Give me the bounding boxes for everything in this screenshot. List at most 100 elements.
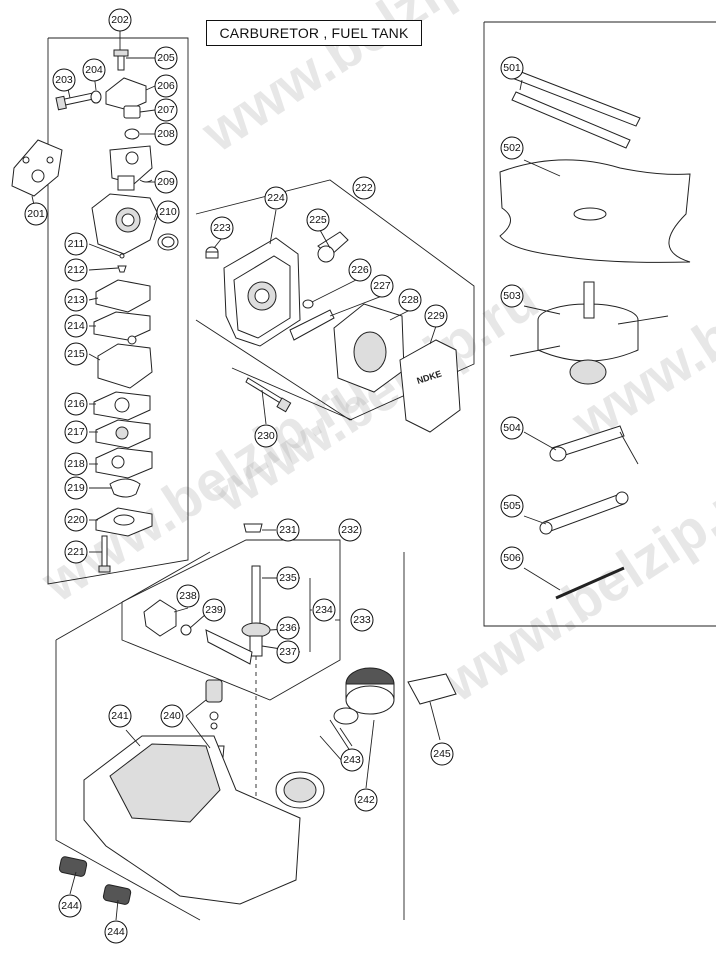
part-label-214: 214 <box>64 314 88 338</box>
svg-text:219: 219 <box>67 482 85 494</box>
part-label-205: 205 <box>154 46 178 70</box>
part-label-202: 202 <box>108 8 132 32</box>
part-label-501: 501 <box>500 56 524 80</box>
svg-text:214: 214 <box>67 320 85 332</box>
fuel-pipe-group-frame <box>121 539 341 701</box>
part-label-219: 219 <box>64 476 88 500</box>
svg-text:502: 502 <box>503 142 521 154</box>
svg-text:503: 503 <box>503 290 521 302</box>
part-label-220: 220 <box>64 508 88 532</box>
svg-text:504: 504 <box>503 422 521 434</box>
svg-text:234: 234 <box>315 604 333 616</box>
part-label-226: 226 <box>348 258 372 282</box>
part-label-224: 224 <box>264 186 288 210</box>
svg-text:228: 228 <box>401 294 419 306</box>
svg-text:232: 232 <box>341 524 359 536</box>
fuel-system-parts <box>58 523 457 905</box>
svg-text:218: 218 <box>67 458 85 470</box>
svg-text:242: 242 <box>357 794 375 806</box>
svg-text:221: 221 <box>67 546 85 558</box>
part-label-221: 221 <box>64 540 88 564</box>
carburetor-group-frame <box>47 37 189 585</box>
svg-text:213: 213 <box>67 294 85 306</box>
fuel-tank-group-frame <box>55 551 405 921</box>
part-label-245: 245 <box>430 742 454 766</box>
part-label-215: 215 <box>64 342 88 366</box>
svg-text:229: 229 <box>427 310 445 322</box>
part-label-209: 209 <box>154 170 178 194</box>
svg-text:209: 209 <box>157 176 175 188</box>
svg-text:211: 211 <box>68 238 85 250</box>
part-label-504: 504 <box>500 416 524 440</box>
part-label-239: 239 <box>202 598 226 622</box>
part-label-240: 240 <box>160 704 184 728</box>
part-label-234: 234 <box>312 598 336 622</box>
svg-text:215: 215 <box>67 348 85 360</box>
part-label-505: 505 <box>500 494 524 518</box>
svg-text:243: 243 <box>343 754 361 766</box>
part-label-208: 208 <box>154 122 178 146</box>
part-label-204: 204 <box>82 58 106 82</box>
svg-text:202: 202 <box>111 14 129 26</box>
part-label-218: 218 <box>64 452 88 476</box>
part-label-225: 225 <box>306 208 330 232</box>
part-label-241: 241 <box>108 704 132 728</box>
part-label-213: 213 <box>64 288 88 312</box>
part-label-211: 211 <box>64 232 88 256</box>
part-label-222: 222 <box>352 176 376 200</box>
part-label-236: 236 <box>276 616 300 640</box>
part-label-230: 230 <box>254 424 278 448</box>
svg-text:241: 241 <box>111 710 129 722</box>
svg-text:240: 240 <box>163 710 181 722</box>
part-label-244-lower: 244 <box>104 920 128 944</box>
part-label-506: 506 <box>500 546 524 570</box>
diagram-title: CARBURETOR , FUEL TANK <box>206 20 422 46</box>
svg-text:244: 244 <box>107 926 125 938</box>
svg-text:203: 203 <box>55 74 73 86</box>
svg-text:239: 239 <box>205 604 223 616</box>
svg-text:230: 230 <box>257 430 275 442</box>
part-label-503: 503 <box>500 284 524 308</box>
svg-text:237: 237 <box>279 646 297 658</box>
part-label-203: 203 <box>52 68 76 92</box>
svg-text:216: 216 <box>67 398 85 410</box>
svg-text:206: 206 <box>157 80 175 92</box>
part-label-244-upper: 244 <box>58 894 82 918</box>
svg-text:222: 222 <box>355 182 373 194</box>
svg-text:505: 505 <box>503 500 521 512</box>
part-label-210: 210 <box>156 200 180 224</box>
part-label-207: 207 <box>154 98 178 122</box>
part-label-502: 502 <box>500 136 524 160</box>
svg-text:227: 227 <box>373 280 391 292</box>
accessory-parts <box>499 69 691 600</box>
part-label-227: 227 <box>370 274 394 298</box>
accessories-group-frame <box>483 21 716 627</box>
part-label-243: 243 <box>340 748 364 772</box>
svg-text:205: 205 <box>157 52 175 64</box>
svg-text:236: 236 <box>279 622 297 634</box>
svg-text:226: 226 <box>351 264 369 276</box>
svg-text:238: 238 <box>179 590 197 602</box>
part-label-206: 206 <box>154 74 178 98</box>
svg-text:225: 225 <box>309 214 327 226</box>
svg-text:224: 224 <box>267 192 285 204</box>
part-label-229: 229 <box>424 304 448 328</box>
air-cleaner-parts <box>205 231 461 433</box>
part-label-238: 238 <box>176 584 200 608</box>
part-label-223: 223 <box>210 216 234 240</box>
part-label-231: 231 <box>276 518 300 542</box>
part-label-201: 201 <box>24 202 48 226</box>
svg-text:220: 220 <box>67 514 85 526</box>
air-cleaner-group-frame <box>195 179 475 421</box>
part-label-242: 242 <box>354 788 378 812</box>
svg-text:244: 244 <box>61 900 79 912</box>
svg-text:204: 204 <box>85 64 103 76</box>
svg-text:210: 210 <box>159 206 177 218</box>
carburetor-parts <box>11 49 179 573</box>
svg-text:217: 217 <box>67 426 85 438</box>
svg-text:201: 201 <box>27 208 45 220</box>
svg-text:233: 233 <box>353 614 371 626</box>
svg-text:208: 208 <box>157 128 175 140</box>
svg-text:212: 212 <box>67 264 85 276</box>
